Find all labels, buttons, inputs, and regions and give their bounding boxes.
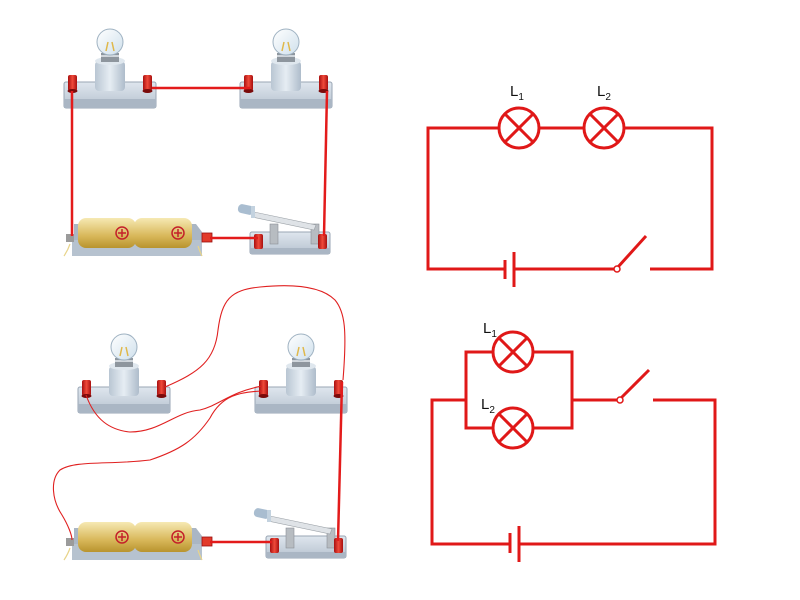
schematic-wire — [430, 398, 510, 546]
schematic-wire — [426, 126, 505, 271]
lamp-label-l2: L2 — [597, 83, 611, 103]
wire — [85, 385, 263, 433]
lamp-label-l1: L1 — [510, 83, 524, 103]
lamp-symbol-l1 — [491, 330, 535, 374]
bulb-1 — [63, 28, 157, 109]
bulb-2 — [254, 333, 348, 414]
wire — [336, 381, 344, 542]
lamp-symbol-l2 — [491, 406, 535, 450]
lamp-symbol-l2 — [582, 106, 626, 150]
parallel-physical-circuit — [52, 285, 348, 561]
switch-symbol — [616, 368, 651, 404]
lamp-symbol-l1 — [497, 106, 541, 150]
schematic-wire — [533, 350, 574, 430]
bulb-1 — [77, 333, 171, 414]
switch-symbol — [613, 234, 648, 273]
wire — [322, 90, 329, 237]
knife-switch — [252, 506, 347, 559]
battery-symbol — [503, 252, 516, 287]
wire — [52, 390, 263, 541]
battery-pack — [63, 521, 213, 561]
series-physical-circuit — [63, 28, 333, 257]
lamp-label-l1: L1 — [483, 320, 497, 340]
schematic-wire — [624, 126, 714, 271]
battery-symbol — [508, 526, 521, 562]
schematic-wire — [464, 350, 493, 430]
series-schematic — [426, 106, 714, 287]
lamp-label-l2: L2 — [481, 396, 495, 416]
wire — [164, 285, 346, 388]
knife-switch — [236, 202, 331, 255]
bulb-2 — [239, 28, 333, 109]
parallel-schematic — [430, 330, 717, 562]
schematic-wire — [519, 398, 717, 546]
battery-pack — [63, 217, 213, 257]
